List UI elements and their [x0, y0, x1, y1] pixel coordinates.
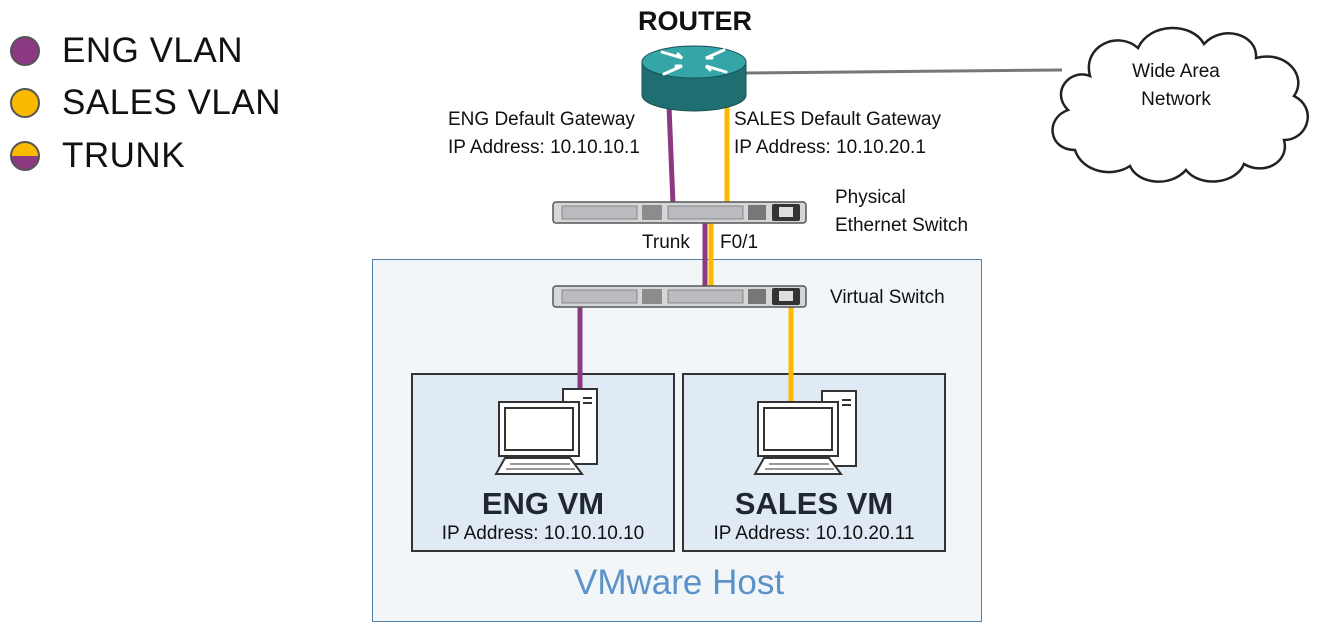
sales-vm-ip: IP Address: 10.10.20.11 [713, 523, 915, 544]
legend-item-trunk: TRUNK [10, 136, 185, 176]
purple-circle-icon [10, 36, 40, 66]
eng-gateway-label: ENG Default Gateway IP Address: 10.10.10… [448, 106, 640, 162]
physical-switch-icon [552, 201, 807, 224]
sales-gateway-label: SALES Default Gateway IP Address: 10.10.… [734, 106, 941, 162]
legend-item-sales-vlan: SALES VLAN [10, 83, 281, 123]
wan-link [744, 68, 1063, 75]
sales-gateway-line2: IP Address: 10.10.20.1 [734, 137, 926, 158]
eng-gateway-link [666, 105, 676, 205]
wan-label: Wide Area Network [1106, 58, 1246, 114]
legend-label: SALES VLAN [62, 83, 281, 122]
physical-switch-line2: Ethernet Switch [835, 215, 969, 236]
eng-gateway-line2: IP Address: 10.10.10.1 [448, 137, 640, 158]
sales-computer-icon [753, 390, 857, 475]
virtual-switch-icon [552, 285, 807, 308]
eng-gateway-line1: ENG Default Gateway [448, 109, 635, 130]
router-icon [641, 45, 747, 112]
eng-vm-title: ENG VM [481, 486, 605, 521]
vmware-host-label: VMware Host [574, 563, 785, 602]
legend-label: TRUNK [62, 136, 186, 175]
sales-vm-title: SALES VM [734, 486, 894, 521]
router-title: ROUTER [638, 6, 752, 36]
trunk-label: Trunk [642, 232, 690, 253]
physical-switch-label: Physical Ethernet Switch [835, 184, 968, 240]
wan-line2: Network [1141, 89, 1211, 110]
cloud-icon [1051, 26, 1309, 183]
eng-computer-icon [494, 388, 598, 475]
yellow-circle-icon [10, 88, 40, 118]
legend-label: ENG VLAN [62, 31, 243, 70]
wan-line1: Wide Area [1132, 61, 1220, 82]
eng-vm-ip: IP Address: 10.10.10.10 [441, 523, 645, 544]
physical-switch-line1: Physical [835, 187, 906, 208]
legend-item-eng-vlan: ENG VLAN [10, 31, 243, 71]
trunk-port-label: F0/1 [720, 232, 759, 253]
virtual-switch-label: Virtual Switch [830, 287, 945, 308]
half-purple-half-yellow-circle-icon [10, 141, 40, 171]
sales-gateway-line1: SALES Default Gateway [734, 109, 941, 130]
